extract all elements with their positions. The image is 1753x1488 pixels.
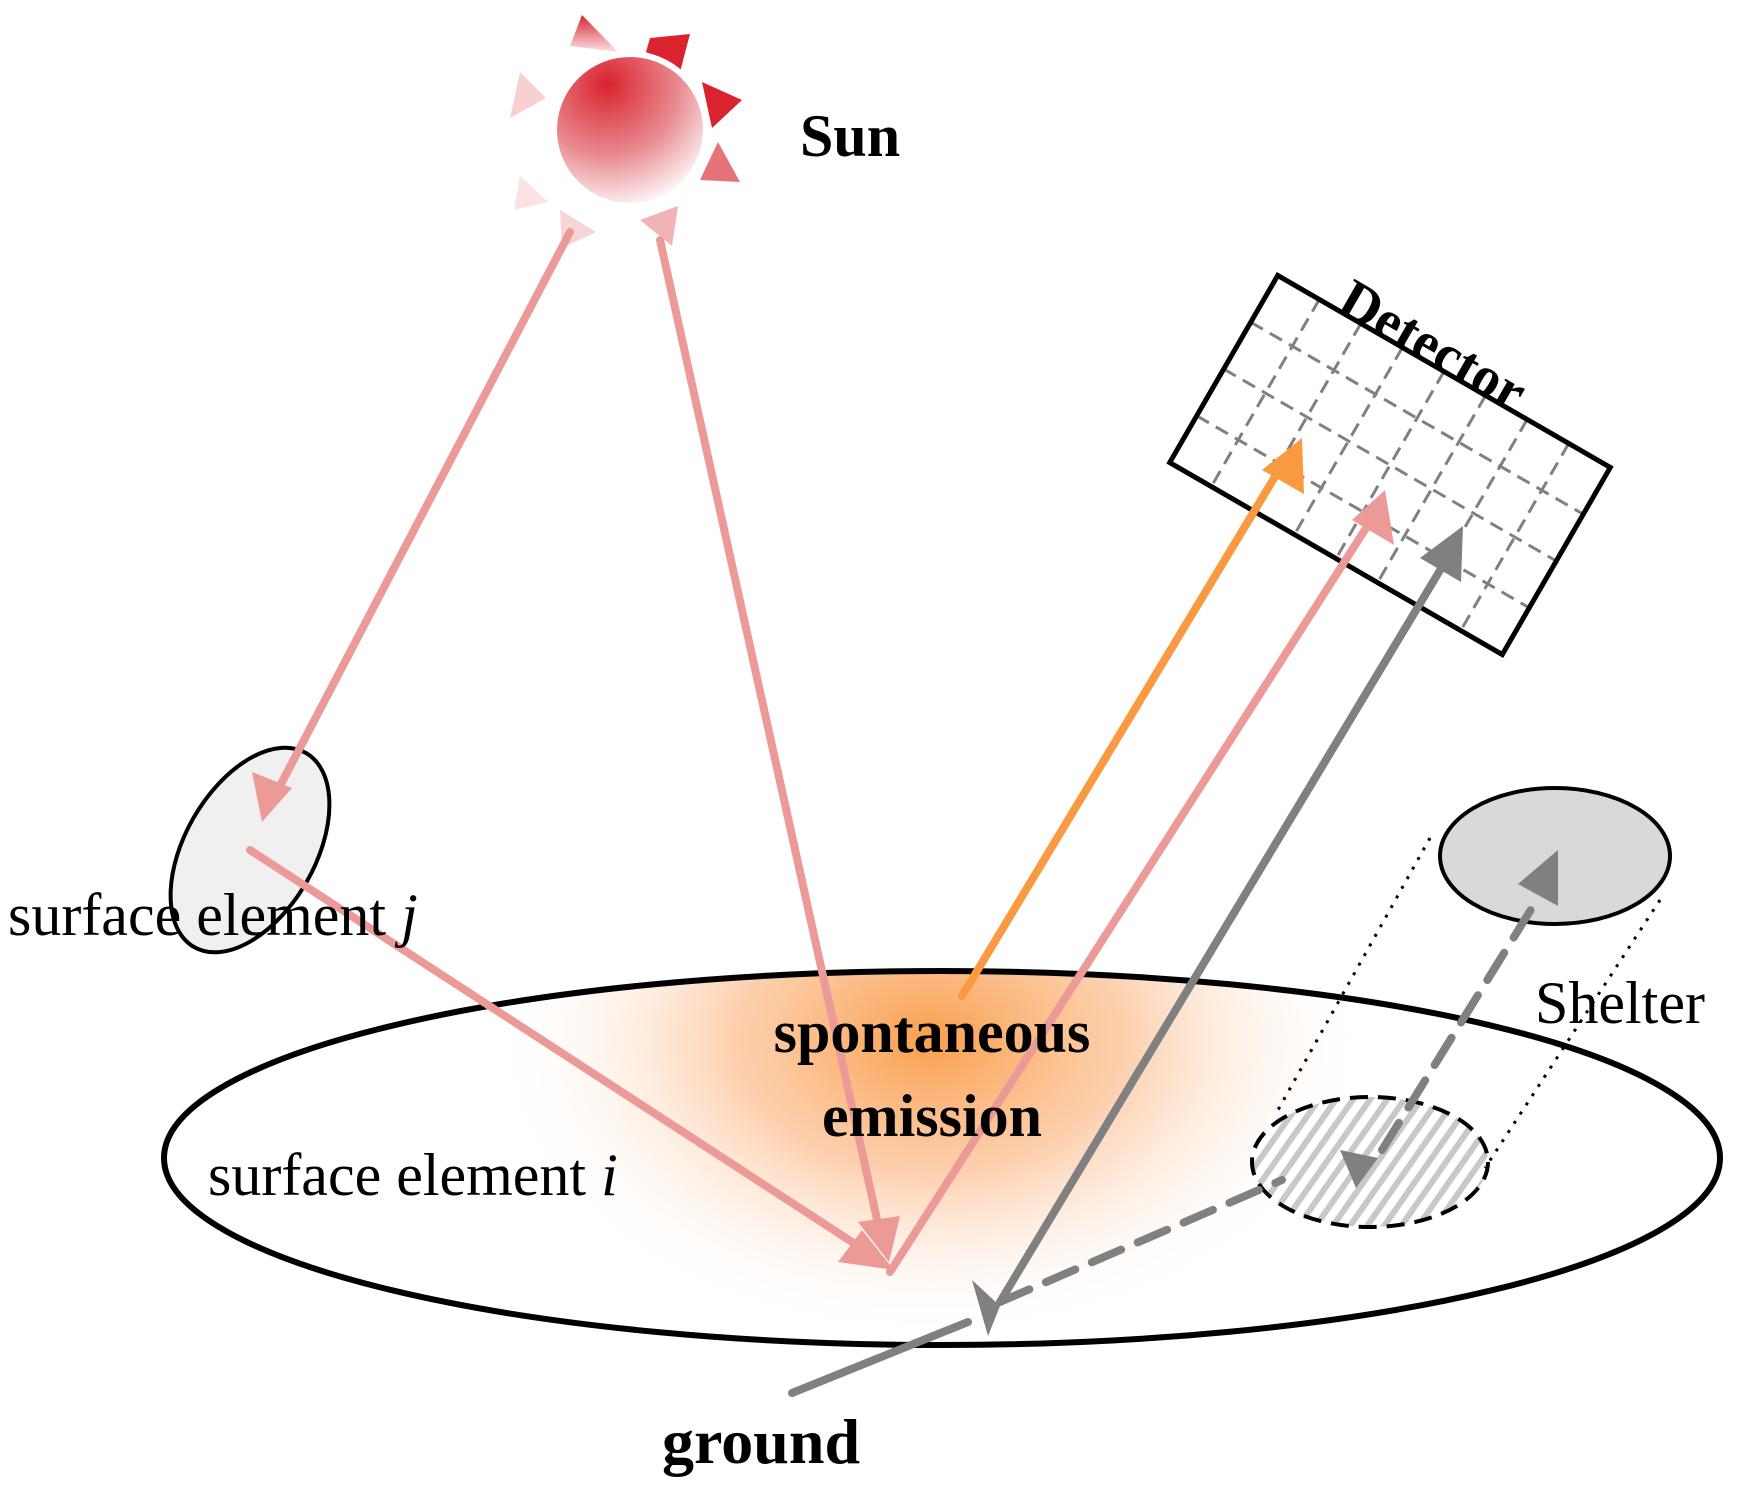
ground-ellipse-outline: [161, 968, 1723, 1348]
sun-label: Sun: [800, 103, 900, 169]
detector-label: Detector: [1329, 268, 1538, 424]
arrowhead-at-j: [252, 772, 292, 822]
solar-arrowheads: [252, 490, 1394, 1270]
surface-element-i-text: surface element: [208, 1142, 601, 1208]
ground-surface: [161, 968, 1723, 1348]
solar-rays: [246, 228, 1372, 1276]
shelter-right-edge: [1483, 899, 1662, 1169]
arrowhead-at-shelter: [1518, 850, 1558, 906]
arrowhead-at-detector-gray: [1420, 526, 1463, 582]
ray-ground-to-shadow: [996, 1176, 1286, 1306]
spontaneous-emission-line1: spontaneous: [774, 999, 1091, 1065]
surface-element-i-label: surface element i: [208, 1142, 618, 1208]
arrowhead-at-detector-pink: [1352, 490, 1394, 545]
spontaneous-emission-line2: emission: [822, 1083, 1042, 1149]
shelter-left-edge: [1276, 837, 1432, 1111]
surface-element-i-var: i: [601, 1142, 618, 1208]
ray-sun-to-j: [266, 228, 574, 809]
sun-icon: [510, 15, 742, 248]
ray-emission: [958, 461, 1286, 1000]
ground-label: ground: [662, 1406, 860, 1477]
arrowhead-at-shadow: [1340, 1150, 1378, 1188]
shelter-label: Shelter: [1535, 970, 1705, 1036]
ground-arrowheads: [972, 526, 1558, 1336]
ray-ground-incoming: [788, 1318, 972, 1397]
arrowhead-at-ground: [972, 1280, 1000, 1336]
arrowhead-at-i-from-j: [838, 1230, 894, 1270]
emission-glow: [490, 971, 1370, 1340]
ray-i-to-detector: [886, 521, 1372, 1276]
arrowhead-emission: [1262, 438, 1304, 494]
ground-rays: [788, 558, 1544, 1397]
ray-ground-to-detector: [996, 558, 1449, 1306]
ray-j-to-i: [246, 846, 876, 1259]
surface-element-j-text: surface element: [8, 882, 401, 948]
ray-sun-to-i: [656, 236, 886, 1246]
arrowhead-at-i-from-sun: [858, 1216, 900, 1262]
ray-shadow-to-shelter: [1378, 891, 1544, 1154]
surface-element-j-label: surface element j: [8, 882, 418, 948]
